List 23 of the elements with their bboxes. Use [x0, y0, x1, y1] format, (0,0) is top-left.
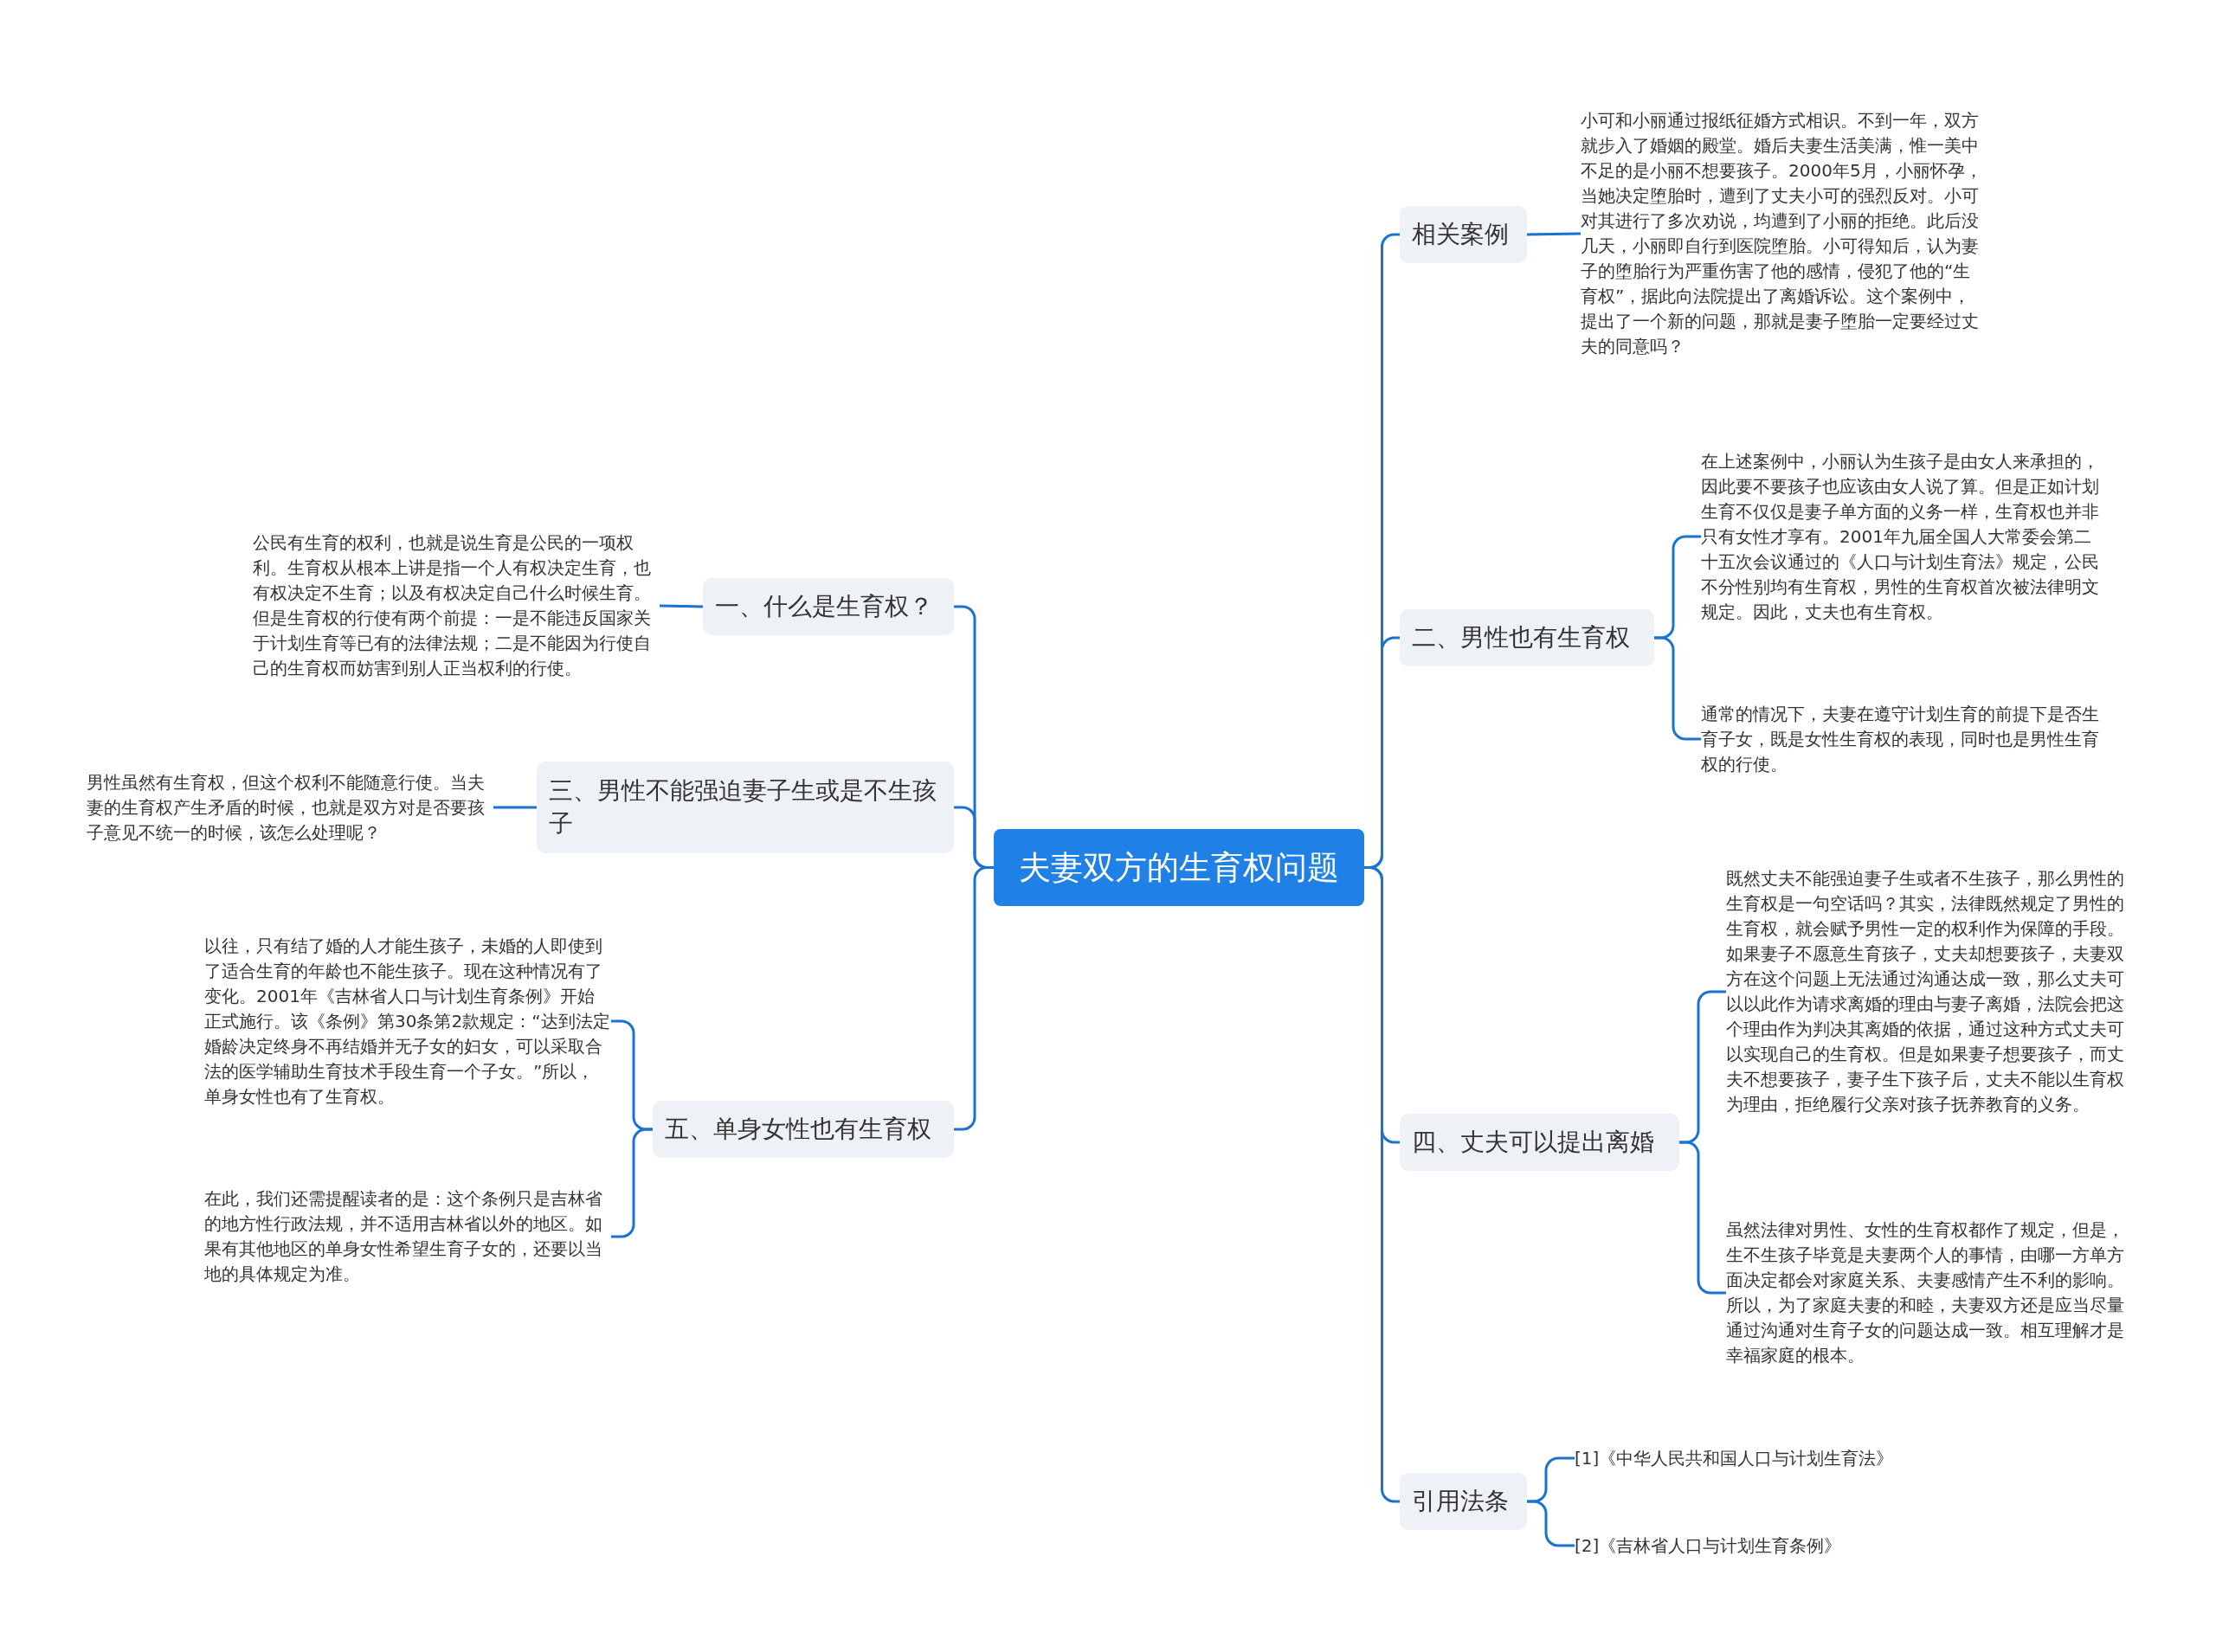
topic-box: 一、什么是生育权？	[703, 578, 954, 635]
connector-line	[493, 806, 537, 809]
central-topic: 夫妻双方的生育权问题	[994, 829, 1364, 906]
note-text: 男性虽然有生育权，但这个权利不能随意行使。当夫妻的生育权产生矛盾的时候，也就是双方对是否要孩子意见不统一的时候，该怎么处理呢？	[87, 769, 493, 845]
note-text: [2]《吉林省人口与计划生育条例》	[1575, 1533, 2025, 1559]
topic-box: 三、男性不能强迫妻子生或是不生孩子	[537, 762, 954, 853]
note-text: 在此，我们还需提醒读者的是：这个条例只是吉林省的地方性行政法规，并不适用吉林省以外的地区。如果有其他地区的单身女性希望生育子女的，还要以当地的具体规定为准。	[204, 1186, 611, 1287]
note-text: 公民有生育的权利，也就是说生育是公民的一项权利。生育权从根本上讲是指一个人有权决定生育，也有权决定不生育；以及有权决定自己什么时候生育。但是生育权的行使有两个前提：一是不能违反国家关于计划生育等已有的法律法规；二是不能因为行使自己的生育权而妨害到别人正当权利的行使。	[253, 530, 660, 681]
note-text: 以往，只有结了婚的人才能生孩子，未婚的人即使到了适合生育的年龄也不能生孩子。现在这种情况有了变化。2001年《吉林省人口与计划生育条例》开始正式施行。该《条例》第30条第2款规定：“达到法定婚龄决定终身不再结婚并无子女的妇女，可以采取合法的医学辅助生育技术手段生育一个子女。”所以，单身女性也有了生育权。	[204, 933, 611, 1109]
note-text: 虽然法律对男性、女性的生育权都作了规定，但是，生不生孩子毕竟是夫妻两个人的事情，由哪一方单方面决定都会对家庭关系、夫妻感情产生不利的影响。所以，为了家庭夫妻的和睦，夫妻双方还是应当尽量通过沟通对生育子女的问题达成一致。相互理解才是幸福家庭的根本。	[1726, 1218, 2133, 1368]
note-text: 小可和小丽通过报纸征婚方式相识。不到一年，双方就步入了婚姻的殿堂。婚后夫妻生活美满，惟一美中不足的是小丽不想要孩子。2000年5月，小丽怀孕，当她决定堕胎时，遭到了丈夫小可的强烈反对。小可对其进行了多次劝说，均遭到了小丽的拒绝。此后没几天，小丽即自行到医院堕胎。小可得知后，认为妻子的堕胎行为严重伤害了他的感情，侵犯了他的“生育权”，据此向法院提出了离婚诉讼。这个案例中，提出了一个新的问题，那就是妻子堕胎一定要经过丈夫的同意吗？	[1581, 108, 1987, 359]
connector-line	[954, 866, 994, 1131]
topic-box: 引用法条	[1400, 1473, 1527, 1530]
note-text: 通常的情况下，夫妻在遵守计划生育的前提下是否生育子女，既是女性生育权的表现，同时也是男性生育权的行使。	[1701, 701, 2108, 777]
topic-box: 相关案例	[1400, 206, 1527, 263]
topic-box: 四、丈夫可以提出离婚	[1400, 1114, 1679, 1171]
topic-box: 二、男性也有生育权	[1400, 609, 1654, 666]
topic-box: 五、单身女性也有生育权	[653, 1101, 954, 1158]
connector-line	[659, 604, 704, 608]
connector-line	[1526, 232, 1581, 236]
note-text: 既然丈夫不能强迫妻子生或者不生孩子，那么男性的生育权是一句空话吗？其实，法律既然规定了男性的生育权，就会赋予男性一定的权利作为保障的手段。如果妻子不愿意生育孩子，丈夫却想要孩子，夫妻双方在这个问题上无法通过沟通达成一致，那么丈夫可以以此作为请求离婚的理由与妻子离婚，法院会把这个理由作为判决其离婚的依据，通过这种方式丈夫可以实现自己的生育权。但是如果妻子想要孩子，而丈夫不想要孩子，妻子生下孩子后，丈夫不能以生育权为理由，拒绝履行父亲对孩子抚养教育的义务。	[1726, 866, 2133, 1117]
note-text: 在上述案例中，小丽认为生孩子是由女人来承担的，因此要不要孩子也应该由女人说了算。但是正如计划生育不仅仅是妻子单方面的义务一样，生育权也并非只有女性才享有。2001年九届全国人大常委会第二十五次会议通过的《人口与计划生育法》规定，公民不分性别均有生育权，男性的生育权首次被法律明文规定。因此，丈夫也有生育权。	[1701, 448, 2108, 625]
note-text: [1]《中华人民共和国人口与计划生育法》	[1575, 1445, 2025, 1471]
